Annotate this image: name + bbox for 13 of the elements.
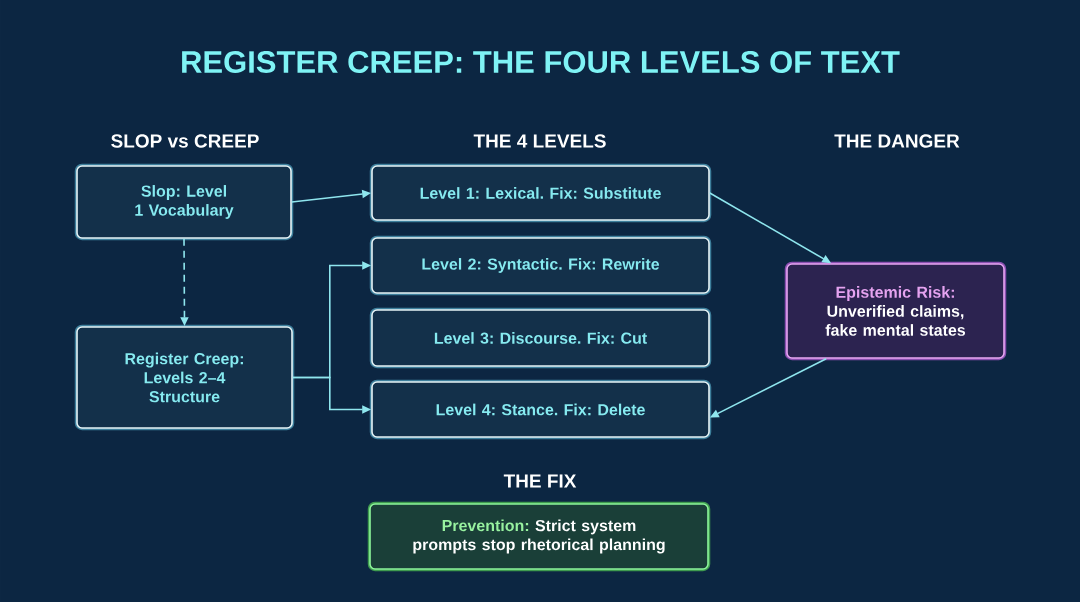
column-heading: THE DANGER xyxy=(834,134,960,148)
column-heading: SLOP vs CREEP xyxy=(111,134,259,148)
process-box: Level 1: Lexical. Fix: Substitute xyxy=(369,163,712,223)
title: REGISTER CREEP: THE FOUR LEVELS OF TEXT xyxy=(182,51,900,73)
process-box: Slop: Level 1 Vocabulary xyxy=(74,163,294,241)
process-box: Level 4: Stance. Fix: Delete xyxy=(369,379,712,440)
process-box: Level 2: Syntactic. Fix: Rewrite xyxy=(369,235,712,296)
process-box: Register Creep: Levels 2–4 Structure xyxy=(74,324,295,431)
fix-box: Prevention: Strict system prompts stop rhetorical planning xyxy=(367,501,711,572)
column-heading: THE FIX xyxy=(503,474,577,488)
process-box: Level 3: Discourse. Fix: Cut xyxy=(369,307,712,369)
warning-box: Epistemic Risk: Unverified claims, fake mental states xyxy=(784,261,1007,361)
column-heading: THE 4 LEVELS xyxy=(473,134,606,148)
